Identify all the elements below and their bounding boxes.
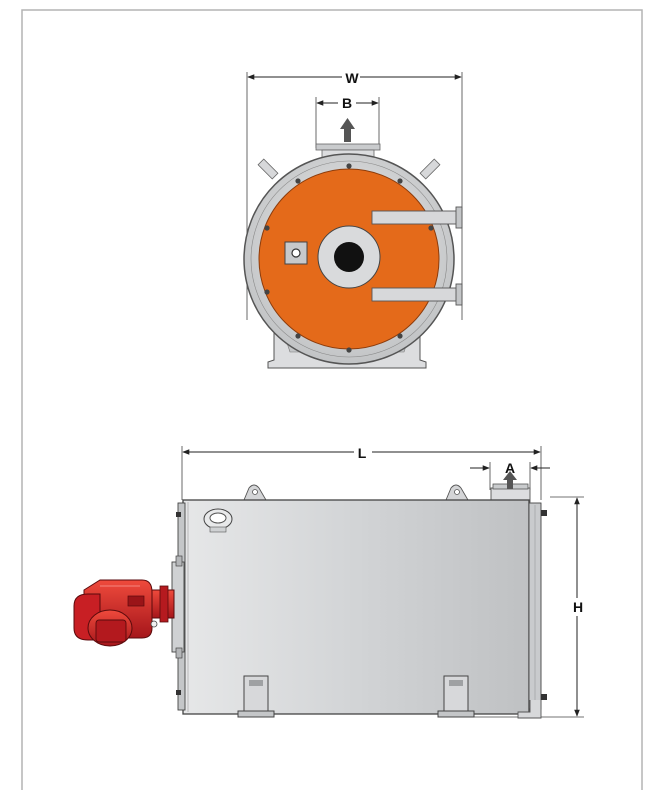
- door-bolts: [264, 163, 434, 353]
- side-nozzle-left: [257, 158, 279, 180]
- side-nozzle-right: [419, 158, 441, 180]
- side-view: L A H: [73, 444, 586, 719]
- outlet-label-front: B: [342, 95, 352, 111]
- page-frame: [21, 9, 643, 790]
- flue-up-arrow-side-icon: [503, 471, 517, 489]
- height-label: H: [573, 599, 583, 615]
- burner-unit: [73, 579, 175, 647]
- connection-pipe-upper: [371, 206, 463, 229]
- support-foot-left: [237, 675, 275, 718]
- rear-clamps: [541, 510, 547, 700]
- flue-up-arrow-icon: [340, 118, 355, 142]
- front-view: W B: [243, 68, 463, 369]
- width-label: W: [345, 70, 359, 86]
- length-label: L: [358, 445, 367, 461]
- connection-pipe-lower: [371, 283, 463, 306]
- support-foot-right: [437, 675, 475, 718]
- burner-port-opening: [334, 242, 364, 272]
- drain-pipe: [517, 700, 542, 719]
- boiler-shell-body: [182, 499, 530, 715]
- inspection-hatch-icon: [203, 508, 233, 533]
- outlet-label-side: A: [505, 460, 515, 476]
- sight-glass-icon: [284, 241, 308, 265]
- flue-outlet-flange: [315, 143, 381, 151]
